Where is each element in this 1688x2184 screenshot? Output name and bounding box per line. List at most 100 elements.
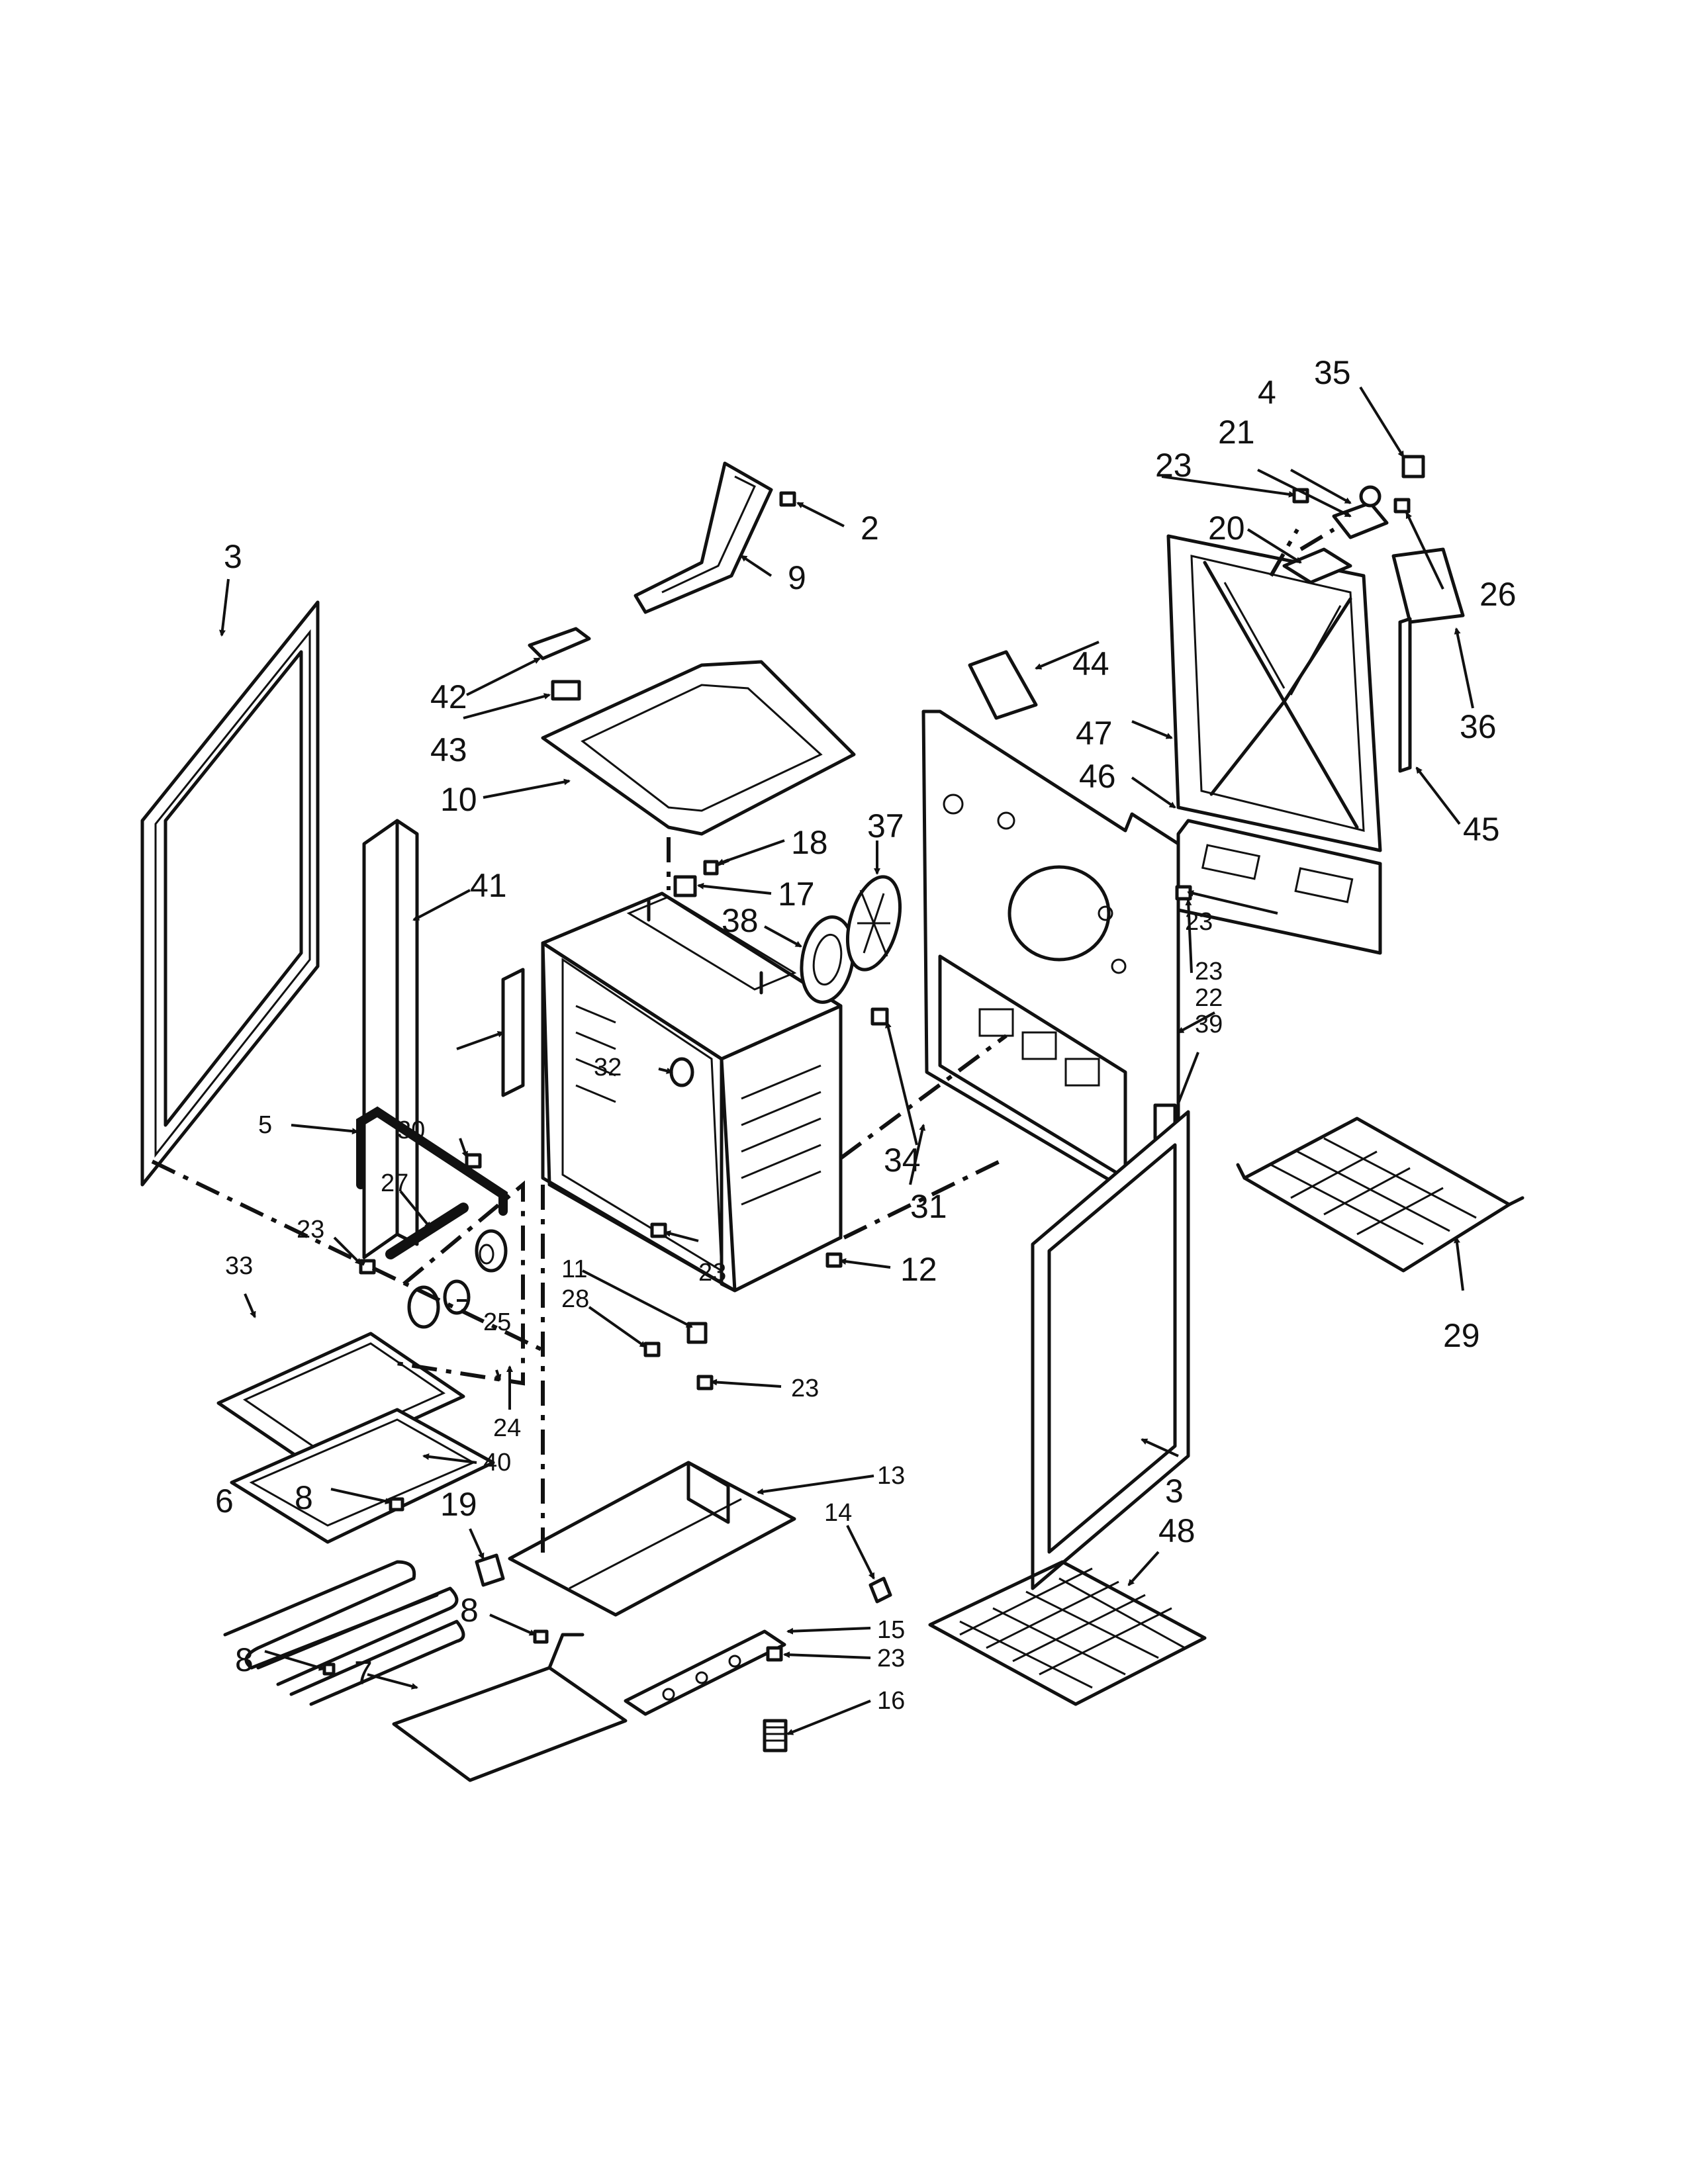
oven-rack-29: [1236, 1116, 1524, 1273]
screw-12: [825, 1252, 843, 1268]
callout-48: 48: [1158, 1512, 1196, 1549]
callout-5: 5: [258, 1111, 272, 1139]
bracket-42: [528, 627, 591, 660]
broiler-pan: [216, 1332, 465, 1468]
callout-33: 33: [225, 1252, 253, 1280]
callout-9: 9: [788, 559, 806, 596]
callout-2: 2: [861, 510, 879, 547]
callout-25: 25: [483, 1308, 511, 1336]
callout-45: 45: [1463, 811, 1500, 848]
plug-32: [669, 1057, 694, 1087]
callout-15: 15: [877, 1616, 905, 1644]
alignment-lines: [151, 527, 1335, 1555]
bracket-15: [624, 1629, 786, 1716]
callout-37: 37: [867, 807, 904, 844]
callout-23-rear: 23: [1185, 908, 1213, 936]
callout-10: 10: [440, 781, 477, 818]
screw-30: [465, 1153, 482, 1169]
side-panel-right: [1031, 1110, 1190, 1590]
callout-8-top: 8: [295, 1479, 313, 1516]
callout-31: 31: [910, 1188, 947, 1225]
callout-20: 20: [1208, 510, 1245, 547]
callout-21: 21: [1218, 414, 1255, 451]
callout-47: 47: [1076, 715, 1113, 752]
top-panel: [541, 660, 856, 836]
callout-6: 6: [215, 1482, 234, 1520]
clip-14: [868, 1576, 892, 1604]
callout-23-lower: 23: [791, 1375, 819, 1402]
callout-17: 17: [778, 876, 815, 913]
callout-23-top: 23: [1155, 447, 1192, 484]
callout-26: 26: [1479, 576, 1517, 613]
callout-35: 35: [1314, 354, 1351, 391]
callout-11: 11: [561, 1255, 587, 1283]
callout-12: 12: [900, 1251, 937, 1288]
screw-23-bottom: [766, 1646, 783, 1662]
callout-23-right: 23: [1195, 958, 1223, 985]
callout-39: 39: [1195, 1011, 1223, 1038]
spring-43: [551, 680, 581, 701]
callout-8-middle: 8: [460, 1592, 479, 1629]
callout-3-right: 3: [1165, 1473, 1184, 1510]
bottom-panel: [508, 1461, 796, 1617]
callout-27: 27: [381, 1169, 408, 1197]
leader-lines: [218, 386, 1474, 1735]
leveling-leg: [763, 1719, 788, 1752]
callout-3-left: 3: [224, 538, 242, 575]
callout-23-bottom: 23: [877, 1645, 905, 1672]
temperature-sensor: [385, 1203, 469, 1259]
callout-8-bottom: 8: [235, 1641, 254, 1678]
fan-blade: [846, 875, 902, 972]
screw-8a: [389, 1497, 404, 1512]
bake-element: [223, 1560, 465, 1706]
callout-32: 32: [594, 1054, 622, 1081]
side-panel-left: [140, 600, 320, 1187]
screw-23-mid: [650, 1222, 667, 1238]
nut-4: [1359, 485, 1382, 508]
door-gasket: [356, 1106, 508, 1216]
callout-30: 30: [397, 1116, 425, 1144]
bracket-20: [1282, 547, 1352, 584]
callout-29: 29: [1443, 1317, 1480, 1354]
rail-45: [1398, 617, 1412, 773]
callout-13: 13: [877, 1462, 905, 1490]
screw-34: [870, 1007, 889, 1026]
broil-element: [392, 1633, 628, 1782]
oven-rack-48: [928, 1560, 1207, 1706]
callout-4: 4: [1258, 374, 1276, 411]
terminal-block-21: [1332, 501, 1389, 539]
lamp-assembly: [407, 1229, 508, 1329]
callout-41: 41: [470, 867, 507, 904]
callout-14: 14: [824, 1499, 852, 1527]
screw-23-lower: [696, 1375, 714, 1390]
screw-8b: [533, 1629, 549, 1644]
callout-40: 40: [483, 1449, 511, 1477]
bracket-11: [686, 1322, 708, 1344]
callout-28: 28: [561, 1285, 589, 1313]
oven-cavity: [541, 891, 843, 1293]
callout-7: 7: [354, 1655, 373, 1692]
callout-23-middle: 23: [698, 1259, 726, 1287]
callout-16: 16: [877, 1687, 905, 1715]
screw-28: [643, 1342, 661, 1357]
screw-26: [1393, 498, 1411, 514]
callout-38: 38: [722, 902, 759, 939]
screw-8c: [322, 1662, 336, 1676]
callout-44: 44: [1072, 645, 1109, 682]
callout-42: 42: [430, 678, 467, 715]
hinge-bracket: [501, 968, 525, 1097]
callout-19: 19: [440, 1486, 477, 1523]
callout-24: 24: [493, 1414, 521, 1442]
callout-22: 22: [1195, 984, 1223, 1012]
callout-43: 43: [430, 731, 467, 768]
connector-35: [1401, 455, 1425, 478]
screw-2: [779, 491, 796, 507]
clip-17: [673, 875, 697, 897]
callout-46: 46: [1079, 758, 1116, 795]
callout-23-left: 23: [297, 1216, 324, 1244]
callout-18: 18: [791, 824, 828, 861]
heat-shield-44: [968, 650, 1038, 720]
rear-cover-47: [1166, 534, 1382, 852]
clip-19: [475, 1553, 505, 1587]
